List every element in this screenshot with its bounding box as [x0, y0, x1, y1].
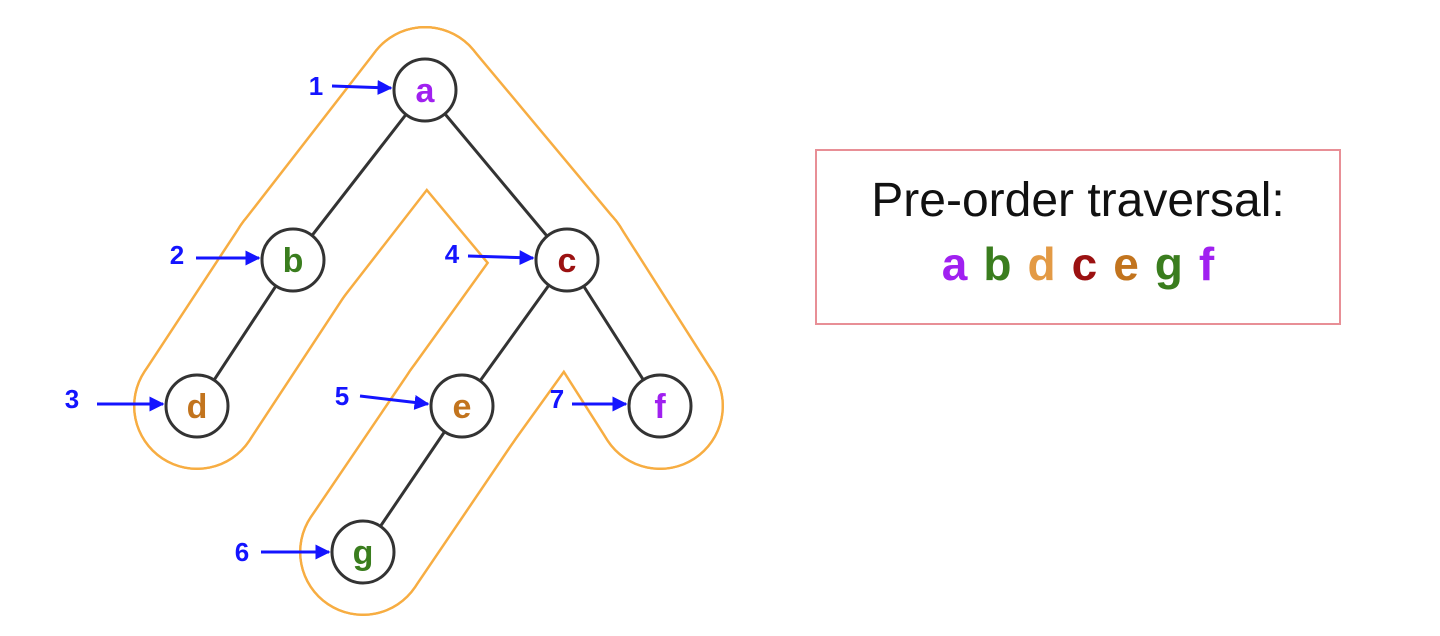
node-b: b	[260, 227, 326, 293]
visit-order-markers: 1 2 3 4 5 6 7	[65, 71, 628, 567]
node-g: g	[330, 519, 396, 585]
sequence-letter-6: g	[1154, 238, 1183, 290]
order-number-b: 2	[170, 240, 184, 270]
node-label-f: f	[654, 388, 666, 426]
node-e: e	[429, 373, 495, 439]
node-circle-g	[330, 519, 396, 585]
node-label-d: d	[187, 388, 208, 426]
order-marker-g: 6	[235, 537, 331, 567]
order-marker-f: 7	[550, 384, 628, 414]
node-circle-b	[260, 227, 326, 293]
edge-a-b	[291, 89, 427, 261]
order-marker-a: 1	[309, 71, 393, 101]
node-d: d	[164, 373, 230, 439]
order-marker-c: 4	[445, 239, 535, 269]
edge-a-c	[423, 89, 569, 261]
sequence-letter-3: d	[1027, 238, 1056, 290]
node-c: c	[534, 227, 600, 293]
node-label-a: a	[416, 72, 436, 110]
node-circle-d	[164, 373, 230, 439]
order-number-e: 5	[335, 381, 349, 411]
sequence-letter-4: c	[1071, 238, 1098, 290]
sequence-letter-1: a	[941, 238, 968, 290]
sequence-letter-5: e	[1113, 238, 1139, 290]
order-marker-b: 2	[170, 240, 261, 270]
node-circle-c	[534, 227, 600, 293]
order-number-d: 3	[65, 384, 79, 414]
node-label-c: c	[558, 242, 577, 280]
node-label-b: b	[283, 242, 304, 280]
order-number-f: 7	[550, 384, 564, 414]
node-circle-a	[392, 57, 458, 123]
order-number-g: 6	[235, 537, 249, 567]
order-marker-d: 3	[65, 384, 165, 414]
order-arrow-a	[331, 80, 393, 96]
tree-nodes: a b d c e g f	[164, 57, 693, 585]
order-number-c: 4	[445, 239, 460, 269]
node-circle-e	[429, 373, 495, 439]
node-f: f	[627, 373, 693, 439]
order-arrow-c	[467, 250, 535, 266]
sequence-letter-7: f	[1198, 238, 1215, 290]
order-arrow-e	[359, 394, 430, 410]
sequence-letter-2: b	[983, 238, 1012, 290]
result-title: Pre-order traversal:	[871, 174, 1285, 227]
node-label-g: g	[353, 534, 374, 572]
node-label-e: e	[453, 388, 472, 426]
node-circle-f	[627, 373, 693, 439]
order-marker-e: 5	[335, 381, 430, 411]
node-a: a	[392, 57, 458, 123]
order-number-a: 1	[309, 71, 323, 101]
